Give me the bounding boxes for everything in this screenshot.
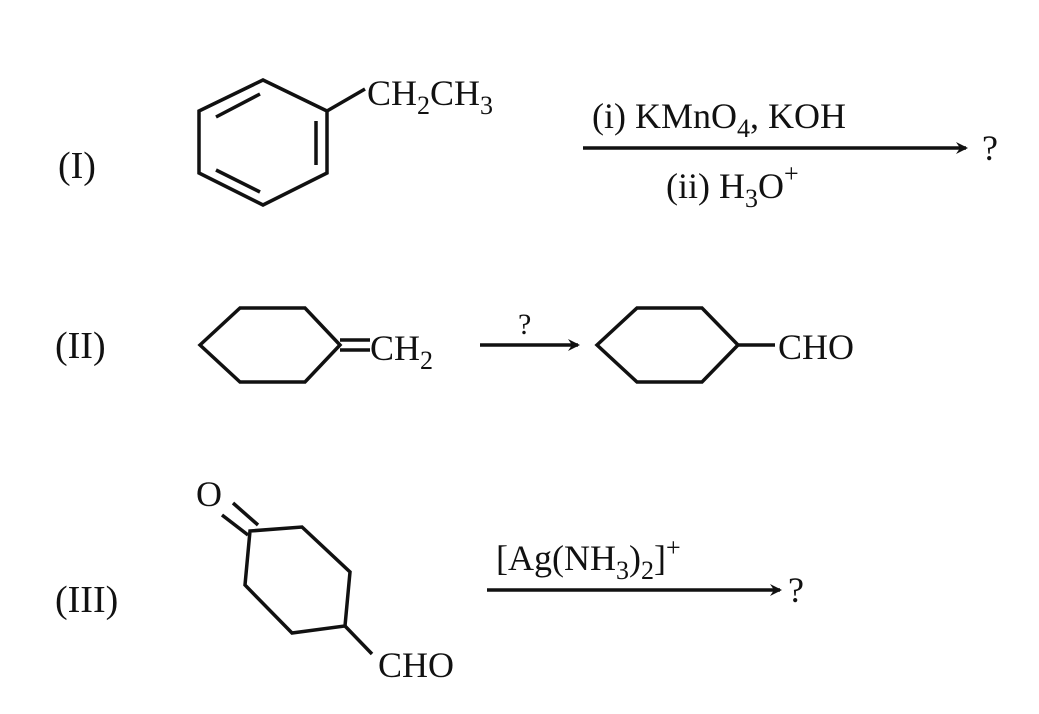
ethyl-group: CH2CH3 [367,73,493,120]
cyclohexanone-ring [220,501,374,656]
aldehyde-group: CHO [778,327,854,367]
reaction-3: (III) O CHO [Ag(NH3)2]+ ? [55,474,804,685]
reagent-1-top: (i) KMnO4, KOH [592,96,846,143]
methylene-group: CH2 [370,328,433,375]
product-1-unknown: ? [982,128,998,168]
reaction-3-label: (III) [55,579,118,621]
reaction-2-label: (II) [55,325,106,367]
methylenecyclohexane-ring [197,306,370,384]
reaction-1-label: (I) [58,145,96,187]
reagent-1-bottom: (ii) H3O+ [666,159,799,213]
product-3-unknown: ? [788,570,804,610]
carbonyl-oxygen: O [196,474,222,514]
cyclohexane-ring [594,306,775,384]
reaction-2: (II) CH2 ? CHO [55,306,854,384]
benzene-ring [197,78,366,207]
reagent-2-unknown: ? [518,308,531,341]
aldehyde-group: CHO [378,645,454,685]
tollens-reagent: [Ag(NH3)2]+ [496,533,681,585]
reaction-1: (I) CH2CH3 (i) KMnO4, KOH (ii) H3O+ ? [58,73,998,213]
